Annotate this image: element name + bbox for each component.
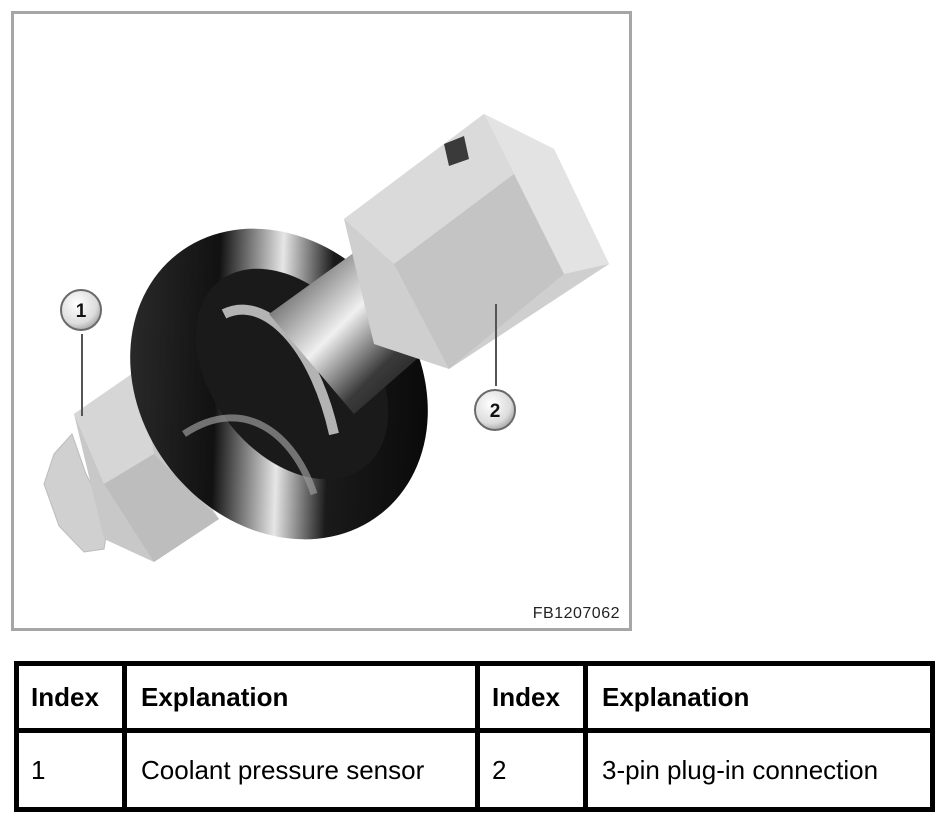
header-index-1: Index (14, 661, 127, 733)
thread-tip (43, 433, 110, 553)
index-cell: 2 (475, 728, 588, 812)
callout-1-badge: 1 (60, 289, 102, 331)
header-explanation-2: Explanation (583, 661, 935, 733)
header-index-2: Index (475, 661, 588, 733)
coolant-pressure-sensor-illustration: 1 2 (43, 114, 609, 562)
callout-1-label: 1 (76, 301, 87, 322)
figure-code: FB1207062 (532, 605, 620, 622)
sensor-shaft (269, 249, 434, 414)
legend-header-row: Index Explanation Index Explanation (14, 661, 935, 733)
callout-2-label: 2 (490, 401, 501, 422)
header-explanation-1: Explanation (122, 661, 480, 733)
connector-latch (444, 136, 469, 166)
index-cell: 1 (14, 728, 127, 812)
callout-2-badge: 2 (474, 389, 516, 431)
sensor-figure: 1 2 FB1207062 (11, 11, 632, 631)
legend-row: 1 Coolant pressure sensor 2 3-pin plug-i… (14, 728, 935, 812)
explanation-cell: 3-pin plug-in connection (583, 728, 935, 812)
legend-table: Index Explanation Index Explanation 1 Co… (14, 661, 935, 812)
explanation-cell: Coolant pressure sensor (122, 728, 480, 812)
